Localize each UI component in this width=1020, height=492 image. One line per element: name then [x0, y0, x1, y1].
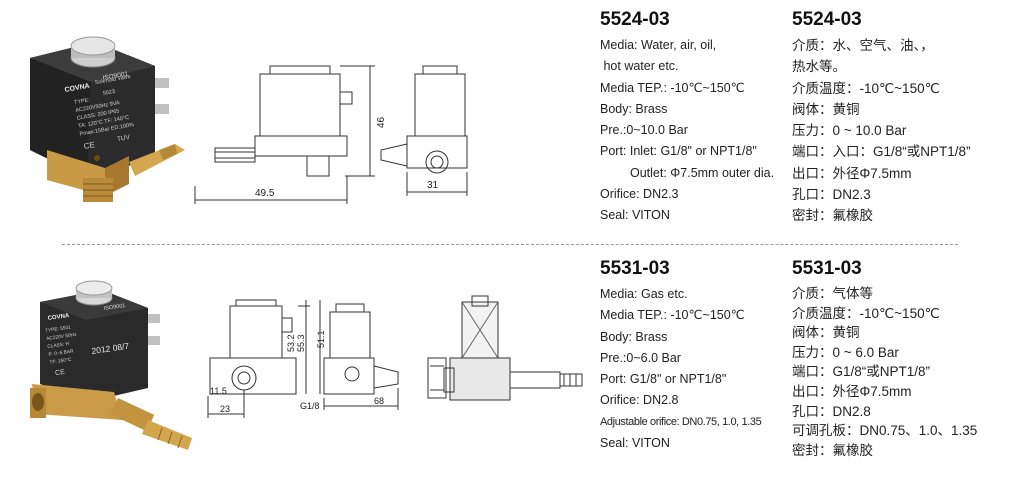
photo-brand: COVNA: [64, 83, 90, 94]
technical-drawing-5524: 46 49.5 31: [194, 65, 468, 204]
dim-offset: 11.5: [210, 386, 227, 396]
coil-side: [30, 58, 91, 178]
label-line: CE: [55, 369, 66, 377]
spec-line: Port: Inlet: G1/8" or NPT1/8": [600, 144, 757, 159]
dim-height-1: 51.1: [316, 330, 326, 348]
spec-line: 阀体：黄铜: [792, 325, 860, 341]
spec-line: 端口：G1/8“或NPT1/8”: [792, 364, 931, 380]
dim-width-front: 23: [220, 404, 230, 414]
spec-line: 孔口：DN2.8: [792, 403, 871, 419]
spec-line: Media: Water, air, oil,: [600, 38, 717, 52]
spec-line: hot water etc.: [600, 59, 679, 74]
dim-width-side: 68: [374, 396, 384, 406]
label-line: CE: [83, 140, 96, 151]
spec-line: Pre.:0~10.0 Bar: [600, 123, 688, 138]
dim-width-side: 31: [427, 180, 439, 191]
spec-line: 孔口：DN2.3: [792, 187, 871, 203]
spec-line: 热水等。: [792, 59, 846, 75]
spec-line: 密封：氟橡胶: [792, 208, 873, 224]
spec-line: 压力：0 ~ 6.0 Bar: [792, 344, 899, 360]
spec-line: 介质：水、空气、油、，: [792, 38, 934, 53]
drawing-body-front: [254, 135, 348, 157]
spec-line: Orifice: DN2.8: [600, 393, 679, 408]
drawing-coil-side: [414, 73, 466, 137]
label-line: TUV: [117, 134, 132, 143]
drawing-coil-front: [229, 305, 283, 359]
spec-list-cn: 介质：气体等 介质温度：-10℃~150℃ 阀体：黄铜 压力：0 ~ 6.0 B…: [792, 284, 977, 460]
spec-line: 端口：入口：G1/8“或NPT1/8”: [792, 144, 971, 160]
photo-iso: ISO9001: [103, 303, 125, 312]
label-line: TYPE:: [74, 97, 91, 106]
dim-height-2: 53.2: [286, 334, 296, 352]
spec-line: 介质温度：-10℃~150℃: [792, 305, 940, 321]
spec-line: 出口：外径Φ7.5mm: [792, 383, 912, 399]
spec-line: 压力：0 ~ 10.0 Bar: [792, 123, 907, 139]
brass-body: [32, 384, 122, 420]
dim-port: G1/8: [300, 401, 320, 411]
model-title-en: 5524-03: [600, 9, 670, 30]
photo-brand: COVNA: [47, 313, 70, 322]
section-divider: [62, 244, 958, 245]
drawing-coil-front: [259, 73, 341, 137]
spec-line: 介质：气体等: [792, 286, 873, 301]
spec-line: 密封：氟橡胶: [792, 442, 873, 458]
model-title-en: 5531-03: [600, 258, 670, 279]
label-line: CLASS: H: [47, 341, 70, 350]
product-photo-5531: COVNA ISO9001 TYPE: 5531 AC220V 50Hz CLA…: [30, 280, 192, 450]
photo-label-lines: TYPE: 5531 AC220V 50Hz CLASS: H P: 0~6 B…: [45, 325, 78, 378]
spec-list-en: Media: Gas etc. Media TEP.: -10℃~150℃ Bo…: [600, 284, 762, 454]
spec-line: Orifice: DN2.3: [600, 187, 679, 202]
spec-line: 介质温度：-10℃~150℃: [792, 80, 940, 96]
drawing-coil-side: [329, 311, 371, 359]
spec-line: 出口：外径Φ7.5mm: [792, 165, 912, 181]
spec-line: Outlet: Φ7.5mm outer dia.: [630, 165, 775, 180]
spec-line: Pre.:0~6.0 Bar: [600, 350, 681, 365]
model-title-cn: 5531-03: [792, 258, 862, 279]
spec-line: Body: Brass: [600, 329, 668, 344]
spec-line: 可调孔板：DN0.75、1.0、1.35: [792, 423, 978, 439]
terminal-pin: [148, 336, 160, 345]
label-line: AC220V 50Hz: [46, 332, 78, 342]
terminal-pin: [155, 78, 169, 88]
spec-line: Port: G1/8" or NPT1/8": [600, 372, 727, 387]
spec-line: Media TEP.: -10℃~150℃: [600, 308, 745, 323]
coil-body: [40, 290, 148, 402]
dim-height-3: 55.3: [296, 334, 306, 352]
dim-width-front: 49.5: [255, 188, 275, 199]
spec-line: Adjustable orifice: DN0.75, 1.0, 1.35: [600, 415, 762, 428]
spec-line: 阀体：黄铜: [792, 101, 860, 117]
spec-line: Seal: VITON: [600, 436, 670, 451]
label-line: P: 0~6 BAR: [48, 348, 74, 358]
hose-barb: [142, 420, 192, 450]
spec-list-en: Media: Water, air, oil, hot water etc. M…: [600, 35, 774, 227]
label-line: TF: 150°C: [49, 357, 72, 366]
terminal-pin: [148, 314, 160, 323]
terminal-pin: [155, 104, 169, 114]
dim-height: 46: [376, 116, 387, 128]
spec-list-cn: 介质：水、空气、油、， 热水等。 介质温度：-10℃~150℃ 阀体：黄铜 压力…: [792, 35, 971, 227]
spec-line: Body: Brass: [600, 101, 668, 116]
drawing-body-front: [209, 357, 297, 395]
model-title-cn: 5524-03: [792, 9, 862, 30]
photo-iso: ISO9001: [102, 71, 129, 82]
technical-drawing-5531: 51.1 53.2 55.3 11.5 23 G1/8 68: [207, 295, 583, 418]
spec-line: Media TEP.: -10℃~150℃: [600, 80, 745, 95]
product-photo-5524: COVNA ISO9001 Solenoid Valve 5523 TYPE: …: [30, 36, 185, 202]
outlet-stem: [110, 398, 155, 432]
spec-line: Media: Gas etc.: [600, 287, 688, 301]
label-line: TYPE: 5531: [45, 325, 72, 335]
spec-line: Seal: VITON: [600, 208, 670, 223]
label-line: 5523: [102, 89, 115, 97]
